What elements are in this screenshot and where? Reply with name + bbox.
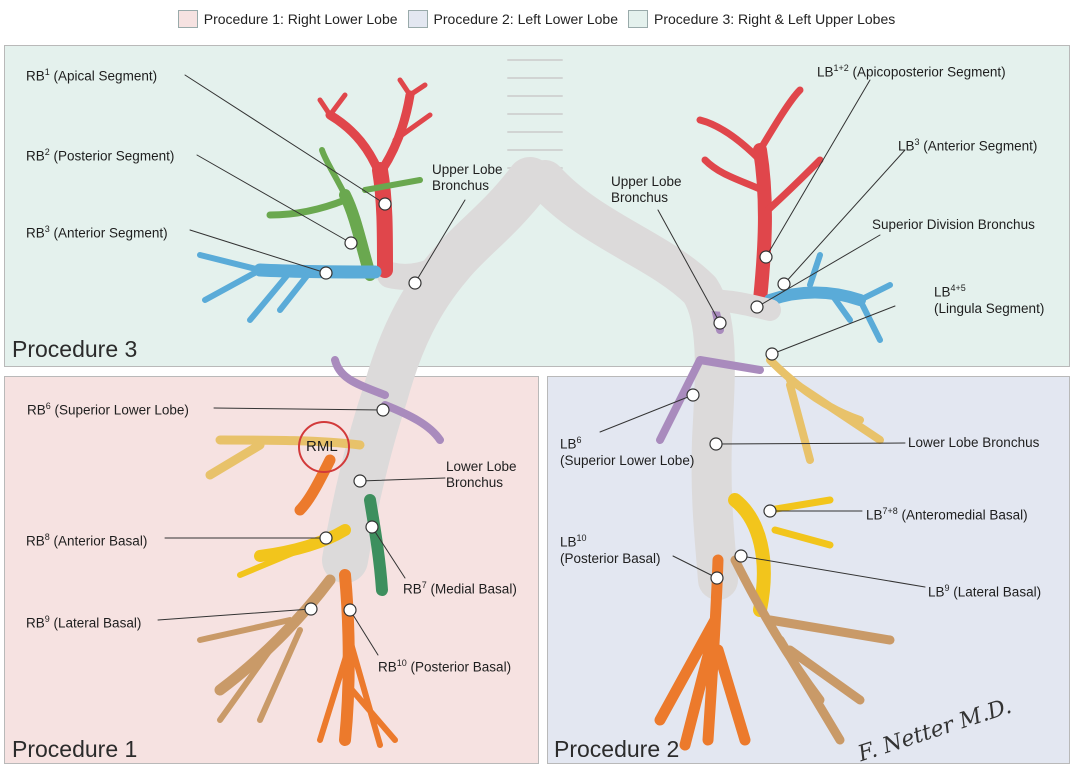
rb7-branch (370, 500, 382, 590)
label-lb3: LB3 (Anterior Segment) (898, 134, 1037, 155)
lb3-branch (770, 255, 890, 340)
label-rb7: RB7 (Medial Basal) (403, 577, 517, 598)
label-rb6: RB6 (Superior Lower Lobe) (27, 398, 189, 419)
panel-title-procedure-2: Procedure 2 (554, 736, 679, 763)
lingula-lower-branches (770, 360, 880, 460)
label-lb9: LB9 (Lateral Basal) (928, 580, 1041, 601)
right-upper-lobe-bronchus (390, 260, 455, 277)
panel-title-procedure-1: Procedure 1 (12, 736, 137, 763)
label-lb10: LB10(Posterior Basal) (560, 530, 661, 567)
label-left-lower-lobe-bronchus: Lower Lobe Bronchus (908, 435, 1039, 451)
label-rb3: RB3 (Anterior Segment) (26, 221, 168, 242)
rb2-branch (270, 150, 420, 275)
label-rb2: RB2 (Posterior Segment) (26, 144, 174, 165)
rb3-branch (200, 255, 375, 320)
label-rb9: RB9 (Lateral Basal) (26, 611, 141, 632)
label-lb78: LB7+8 (Anteromedial Basal) (866, 503, 1028, 524)
panel-title-procedure-3: Procedure 3 (12, 336, 137, 363)
label-lb6: LB6(Superior Lower Lobe) (560, 432, 694, 469)
label-rb1: RB1 (Apical Segment) (26, 64, 157, 85)
label-rb8: RB8 (Anterior Basal) (26, 529, 147, 550)
label-lb12: LB1+2 (Apicoposterior Segment) (817, 60, 1006, 81)
rml-label: RML (306, 439, 338, 455)
label-superior-division-bronchus: Superior Division Bronchus (872, 217, 1035, 233)
label-lb45: LB4+5(Lingula Segment) (934, 280, 1044, 317)
label-rb10: RB10 (Posterior Basal) (378, 655, 511, 676)
rb9-branch (200, 580, 330, 720)
